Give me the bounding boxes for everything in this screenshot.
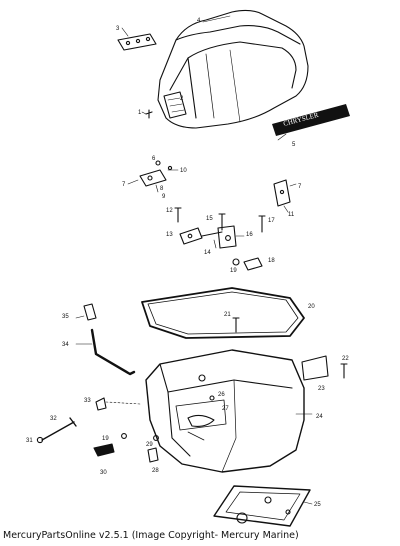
cap-35 (83, 303, 97, 321)
callout: 20 (308, 304, 315, 310)
callout: 15 (206, 216, 213, 222)
callout: 26 (218, 392, 225, 398)
callout: 6 (152, 156, 156, 162)
callout: 8 (160, 186, 164, 192)
callout: 35 (62, 314, 69, 320)
fitting-28 (147, 447, 159, 463)
lever-34 (90, 328, 136, 376)
callout: 30 (100, 470, 107, 476)
knob-30 (93, 443, 115, 457)
callout: 3 (116, 26, 120, 32)
callout: 24 (316, 414, 323, 420)
callout: 28 (152, 468, 159, 474)
callout: 17 (268, 218, 275, 224)
callout: 32 (50, 416, 57, 422)
callout: 21 (224, 312, 231, 318)
nut-19 (232, 258, 240, 266)
adapter-plate (213, 485, 313, 527)
callout-labels: 3 4 1 2 5 6 7 8 9 10 7 11 12 15 17 13 14… (26, 18, 349, 508)
copyright-footer: MercuryPartsOnline v2.5.1 (Image Copyrig… (3, 530, 299, 541)
callout: 19 (230, 268, 237, 274)
callout: 1 (138, 110, 142, 116)
callout: 25 (314, 502, 321, 508)
callout: 29 (146, 442, 153, 448)
grommet-33 (95, 397, 107, 411)
callout: 7 (122, 182, 126, 188)
bracket-23 (301, 355, 329, 381)
stud-32 (41, 417, 77, 441)
callout: 2 (180, 96, 184, 102)
callout: 34 (62, 342, 69, 348)
callout: 7 (298, 184, 302, 190)
callout: 18 (268, 258, 275, 264)
callout: 19 (102, 436, 109, 442)
bracket-assembly (127, 160, 179, 193)
side-bracket (273, 179, 297, 213)
callout: 22 (342, 356, 349, 362)
latch-plate (117, 33, 157, 51)
callout: 10 (180, 168, 187, 174)
callout: 27 (222, 406, 229, 412)
callout: 14 (204, 250, 211, 256)
bottom-cowl (145, 349, 313, 473)
callout: 11 (288, 212, 295, 218)
chrysler-decal: CHRYSLER (272, 104, 350, 136)
screw-12 (174, 207, 182, 223)
screw-1 (145, 109, 153, 119)
top-cowl (157, 9, 309, 129)
callout: 9 (162, 194, 166, 200)
gasket-seal (141, 287, 305, 339)
callout: 33 (84, 398, 91, 404)
screw-17 (258, 215, 266, 233)
callout: 16 (246, 232, 253, 238)
callout: 13 (166, 232, 173, 238)
screw-21 (232, 317, 240, 333)
callout: 5 (292, 142, 296, 148)
linkage-assembly (179, 225, 245, 249)
clip-18 (243, 257, 263, 271)
callout: 23 (318, 386, 325, 392)
pin-22 (340, 363, 348, 379)
callout: 31 (26, 438, 33, 444)
callout: 4 (197, 18, 201, 24)
callout: 12 (166, 208, 173, 214)
